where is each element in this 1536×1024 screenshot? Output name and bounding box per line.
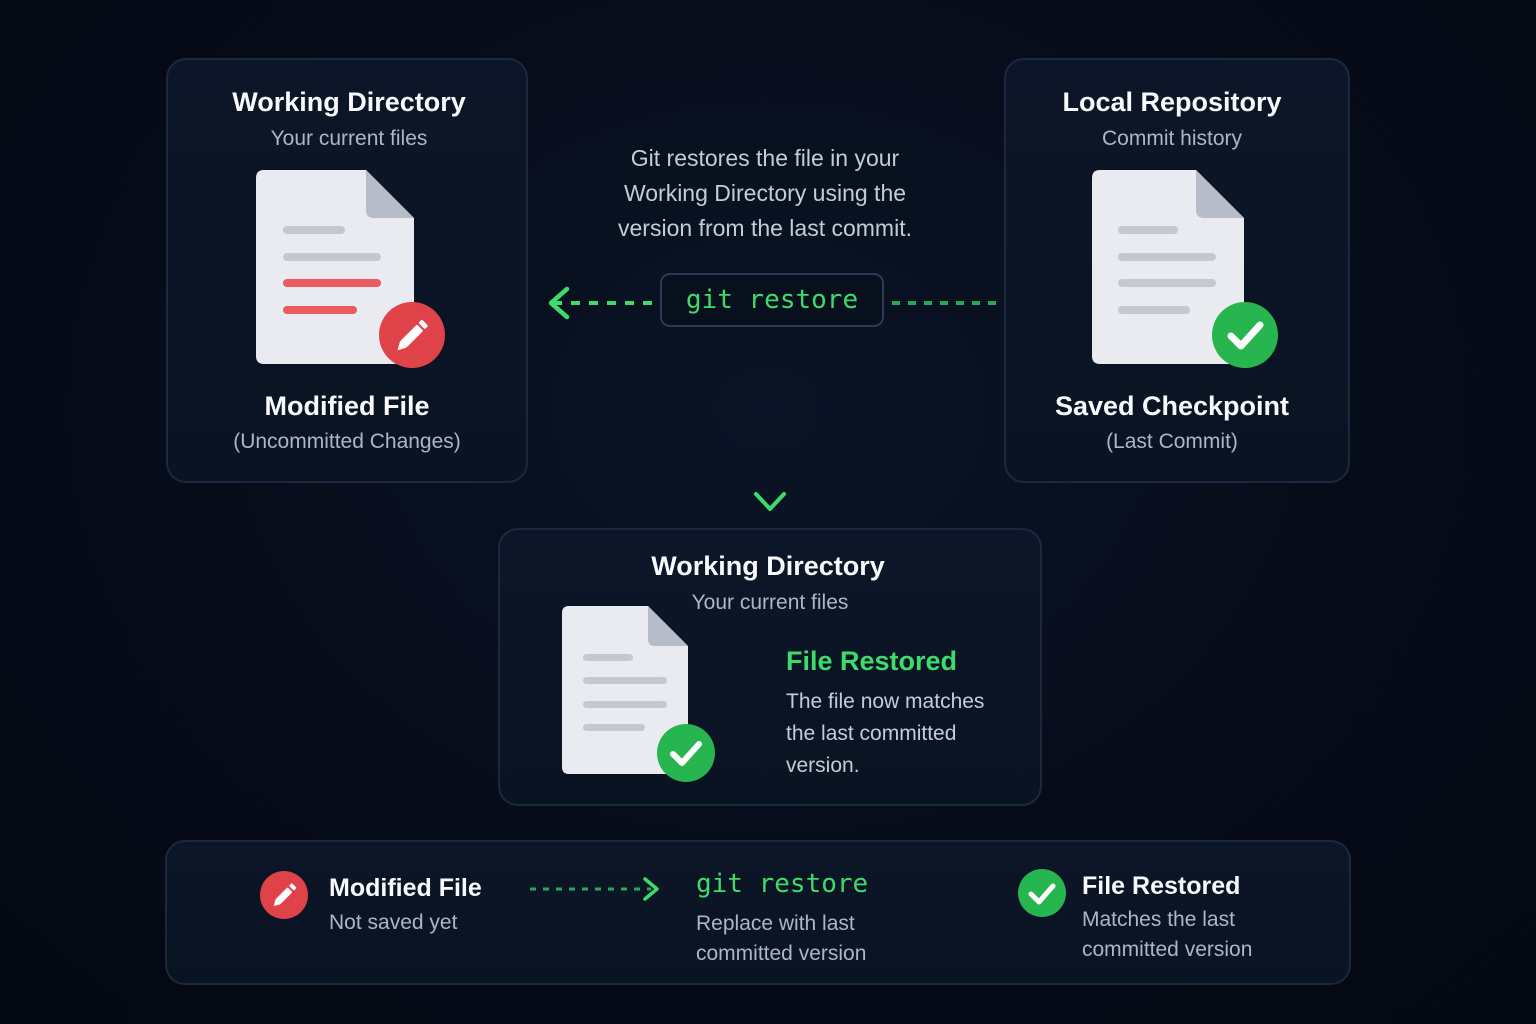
explanation-line: version from the last commit. <box>618 215 912 241</box>
result-subtitle: Your current files <box>691 591 849 614</box>
description-line: Matches the last <box>1082 908 1235 931</box>
description-line: committed version <box>696 942 867 965</box>
legend-restored-desc: Matches the last committed version <box>1082 905 1252 965</box>
working-directory-panel: Working Directory Your current files Mod… <box>166 58 528 483</box>
committed-file-icon <box>1092 170 1244 364</box>
down-arrow <box>754 430 786 511</box>
description-line: version. <box>786 754 860 777</box>
explanation-text: Git restores the file in your Working Di… <box>575 141 955 246</box>
saved-checkpoint-sublabel: (Last Commit) <box>1106 430 1238 453</box>
result-title: Working Directory <box>651 551 885 581</box>
modified-file-sublabel: (Uncommitted Changes) <box>233 430 461 453</box>
explanation-line: Git restores the file in your <box>630 145 900 171</box>
restore-arrow-left <box>548 286 657 320</box>
legend-modified-title: Modified File <box>329 874 482 902</box>
explanation-line: Working Directory using the <box>623 180 907 206</box>
pencil-icon <box>260 871 308 919</box>
modified-file-label: Modified File <box>264 391 430 421</box>
local-repository-panel: Local Repository Commit history Saved Ch… <box>1004 58 1350 483</box>
restored-file-icon <box>562 606 688 774</box>
dashed-connector-right <box>892 301 1004 305</box>
legend-restore-title: git restore <box>696 869 869 899</box>
legend-restore-desc: Replace with last committed version <box>696 909 866 969</box>
saved-checkpoint-label: Saved Checkpoint <box>1054 391 1290 421</box>
check-icon <box>1212 302 1278 368</box>
description-line: the last committed <box>786 722 957 745</box>
restored-working-directory-panel: Working Directory Your current files Fil… <box>498 528 1042 806</box>
file-restored-title: File Restored <box>786 646 958 676</box>
file-restored-description: The file now matches the last committed … <box>786 686 984 782</box>
local-repository-subtitle: Commit history <box>1101 127 1243 150</box>
git-restore-command: git restore <box>660 273 884 327</box>
legend-restored-title: File Restored <box>1082 872 1241 900</box>
description-line: Replace with last <box>696 912 855 935</box>
description-line: committed version <box>1082 938 1253 961</box>
local-repository-title: Local Repository <box>1062 87 1282 117</box>
pencil-icon <box>379 302 445 368</box>
legend-dashed-arrow <box>530 877 659 901</box>
check-icon <box>1018 869 1066 917</box>
legend-panel: Modified File Not saved yet git restore … <box>165 840 1351 985</box>
description-line: The file now matches <box>786 690 985 713</box>
legend-modified-desc: Not saved yet <box>329 911 458 934</box>
working-directory-title: Working Directory <box>232 87 466 117</box>
modified-file-icon <box>256 170 414 364</box>
check-icon <box>657 724 715 782</box>
working-directory-subtitle: Your current files <box>270 127 428 150</box>
